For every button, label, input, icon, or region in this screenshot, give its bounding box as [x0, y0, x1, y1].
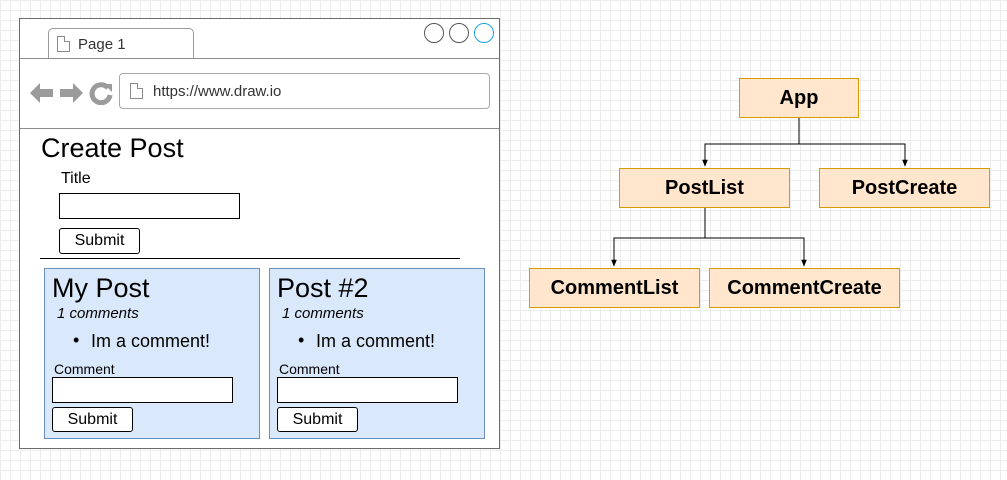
address-bar[interactable]: https://www.draw.io	[119, 73, 490, 109]
refresh-icon[interactable]	[89, 81, 113, 105]
comment-input[interactable]	[277, 377, 458, 403]
forward-arrow-icon[interactable]	[58, 81, 84, 105]
tab-page-1[interactable]: Page 1	[48, 28, 194, 59]
address-bar-divider	[20, 128, 499, 129]
tab-label: Page 1	[78, 35, 126, 53]
title-input[interactable]	[59, 193, 240, 219]
window-circle-3[interactable]	[474, 23, 494, 43]
comment-submit-button[interactable]: Submit	[277, 407, 358, 432]
node-postcreate: PostCreate	[819, 168, 990, 208]
form-divider	[40, 258, 460, 259]
edge-app-postcreate	[798, 118, 908, 167]
comment-item: Im a comment!	[73, 330, 210, 352]
edge-app-postlist	[702, 118, 800, 167]
node-commentcreate: CommentCreate	[709, 268, 900, 308]
url-text: https://www.draw.io	[153, 82, 282, 100]
post-card: Post #2 1 comments Im a comment! Comment…	[269, 268, 485, 439]
comment-submit-button[interactable]: Submit	[52, 407, 133, 432]
file-icon	[57, 36, 70, 52]
file-icon	[130, 83, 143, 99]
post-card: My Post 1 comments Im a comment! Comment…	[44, 268, 260, 439]
back-arrow-icon[interactable]	[29, 81, 55, 105]
comment-input[interactable]	[52, 377, 233, 403]
edge-postlist-commentlist	[611, 208, 706, 267]
create-post-heading: Create Post	[41, 133, 184, 163]
edge-postlist-commentcreate	[704, 208, 807, 267]
node-commentlist: CommentList	[529, 268, 700, 308]
node-app: App	[739, 78, 859, 118]
window-circle-1[interactable]	[424, 23, 444, 43]
comment-count: 1 comments	[282, 305, 364, 322]
comment-item: Im a comment!	[298, 330, 435, 352]
comment-count: 1 comments	[57, 305, 139, 322]
post-title: Post #2	[277, 273, 369, 303]
comment-label: Comment	[54, 361, 115, 377]
comment-label: Comment	[279, 361, 340, 377]
post-title: My Post	[52, 273, 150, 303]
title-label: Title	[61, 170, 91, 187]
create-submit-button[interactable]: Submit	[59, 228, 140, 254]
tab-bar-divider	[20, 58, 499, 59]
node-postlist: PostList	[619, 168, 790, 208]
window-circle-2[interactable]	[449, 23, 469, 43]
